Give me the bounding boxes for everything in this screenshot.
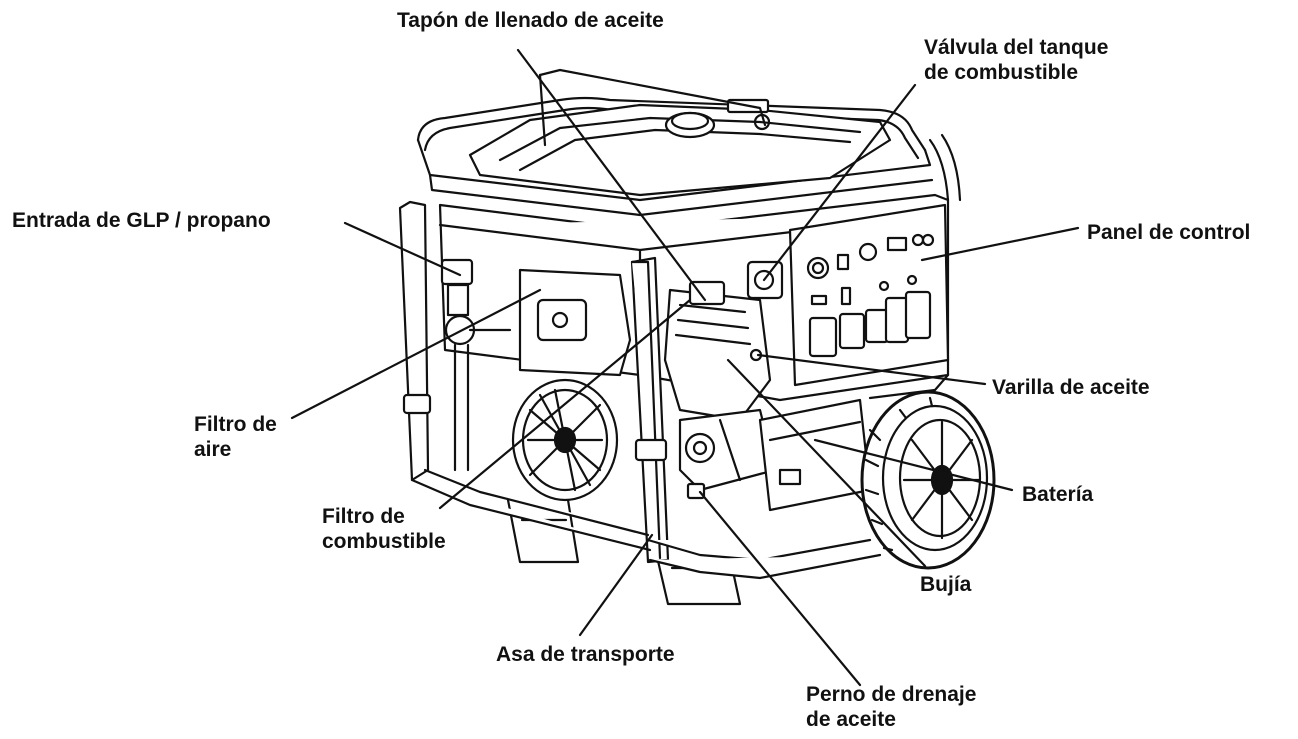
top-handle: [538, 68, 771, 147]
rear-left-leg: [506, 498, 580, 564]
recoil-fan: [511, 378, 619, 502]
leader-carry-handle: [578, 533, 654, 637]
lpg-inlet: [440, 258, 512, 472]
top-frame: [416, 96, 934, 217]
battery-box: [758, 398, 872, 512]
leader-spark-plug: [726, 358, 927, 568]
starter-motor: [678, 408, 777, 492]
drain-bolt-marker: [686, 482, 706, 500]
leader-air-filter: [290, 288, 542, 420]
control-panel: [788, 203, 950, 387]
leader-battery: [813, 438, 1014, 492]
leader-drain-bolt: [698, 490, 862, 687]
label-air-filter: Filtro de aire: [194, 413, 277, 461]
leader-fuel-filter: [438, 298, 692, 510]
wheel: [860, 390, 996, 570]
air-filter-cover: [518, 268, 632, 377]
label-fuel-valve: Válvula del tanque de combustible: [924, 36, 1109, 84]
label-battery: Batería: [1022, 483, 1094, 506]
leader-fuel-valve: [762, 83, 917, 282]
label-lpg-inlet: Entrada de GLP / propano: [12, 209, 271, 232]
label-dipstick: Varilla de aceite: [992, 376, 1150, 399]
label-oil-fill-cap: Tapón de llenado de aceite: [397, 9, 664, 32]
fuel-tank: [468, 98, 892, 197]
label-drain-bolt: Perno de drenaje de aceite: [806, 683, 977, 731]
label-fuel-filter: Filtro de combustible: [322, 505, 446, 553]
leader-oil-fill-cap: [516, 48, 707, 302]
label-carry-handle: Asa de transporte: [496, 643, 675, 666]
label-control-panel: Panel de control: [1087, 221, 1251, 244]
right-frame: [868, 133, 962, 400]
leader-lpg-inlet: [343, 221, 462, 277]
leader-dipstick: [756, 353, 987, 386]
leader-control-panel: [920, 226, 1080, 262]
front-frame: [398, 200, 882, 580]
label-spark-plug: Bujía: [920, 573, 972, 596]
engine-block: [663, 280, 772, 422]
